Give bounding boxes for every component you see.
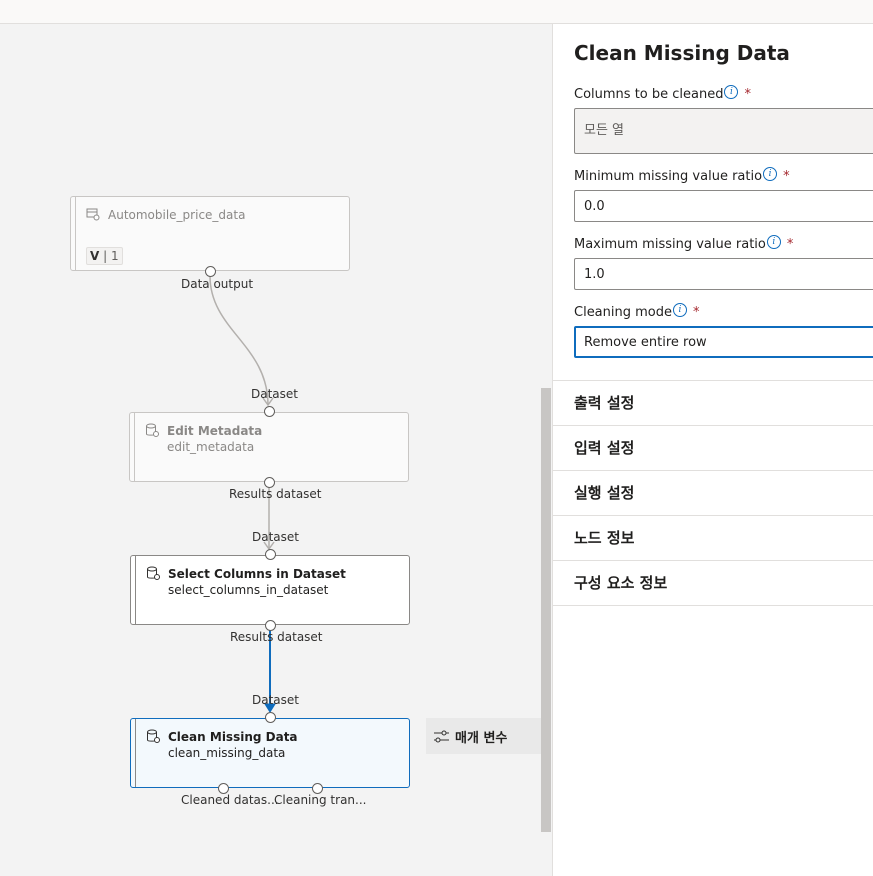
- node-title: Clean Missing Data: [168, 730, 298, 744]
- version-badge[interactable]: V | 1: [86, 247, 123, 265]
- port-label-cleaned-dataset: Cleaned datas...: [181, 793, 279, 807]
- output-port-cleaned-dataset[interactable]: [218, 783, 229, 794]
- node-title: Edit Metadata: [167, 424, 263, 438]
- columns-value: 모든 열: [584, 123, 625, 138]
- node-subtitle: edit_metadata: [167, 440, 255, 454]
- info-icon[interactable]: i: [763, 167, 778, 181]
- node-clean-missing-data[interactable]: Clean Missing Data clean_missing_data: [130, 718, 410, 788]
- node-subtitle: clean_missing_data: [168, 746, 286, 760]
- properties-panel: Clean Missing Data Columns to be cleaned…: [552, 24, 873, 876]
- output-port[interactable]: [205, 266, 216, 277]
- panel-title: Clean Missing Data: [574, 41, 790, 65]
- min-ratio-value: 0.0: [584, 198, 605, 214]
- info-icon[interactable]: i: [766, 235, 781, 249]
- input-port[interactable]: [265, 549, 276, 560]
- required-mark: *: [693, 305, 700, 320]
- divider: [553, 605, 873, 606]
- node-edit-metadata[interactable]: Edit Metadata edit_metadata: [129, 412, 409, 482]
- info-icon[interactable]: i: [724, 85, 739, 99]
- port-label-cleaning-transformation: Cleaning tran...: [274, 793, 367, 807]
- parameters-tab[interactable]: 매개 변수: [426, 718, 541, 754]
- module-icon: [147, 729, 160, 743]
- section-label: 실행 설정: [574, 484, 635, 502]
- cleaning-mode-value: Remove entire row: [584, 334, 707, 350]
- section-node-info[interactable]: 노드 정보: [553, 515, 873, 560]
- output-port[interactable]: [265, 620, 276, 631]
- top-bar: [0, 0, 873, 24]
- node-title: Select Columns in Dataset: [168, 567, 346, 581]
- columns-selector[interactable]: 모든 열: [574, 108, 873, 154]
- port-label-results-dataset: Results dataset: [230, 630, 323, 644]
- section-output-settings[interactable]: 출력 설정: [553, 380, 873, 425]
- required-mark: *: [744, 87, 751, 102]
- max-ratio-input[interactable]: 1.0: [574, 258, 873, 290]
- section-label: 입력 설정: [574, 439, 635, 457]
- parameters-tab-label: 매개 변수: [455, 730, 508, 746]
- module-icon: [147, 566, 160, 580]
- node-stripe: [135, 719, 136, 787]
- node-subtitle: select_columns_in_dataset: [168, 583, 329, 597]
- module-icon: [146, 423, 159, 437]
- max-ratio-value: 1.0: [584, 266, 605, 282]
- columns-label-text: Columns to be cleaned: [574, 87, 724, 102]
- output-port-cleaning-transformation[interactable]: [312, 783, 323, 794]
- section-input-settings[interactable]: 입력 설정: [553, 425, 873, 470]
- version-value: 1: [110, 249, 119, 263]
- node-select-columns-in-dataset[interactable]: Select Columns in Dataset select_columns…: [130, 555, 410, 625]
- node-stripe: [135, 556, 136, 624]
- required-mark: *: [786, 237, 794, 252]
- max-ratio-label-text: Maximum missing value ratio: [574, 237, 766, 252]
- node-automobile-price-data[interactable]: Automobile_price_data V | 1: [70, 196, 350, 271]
- node-stripe: [75, 197, 76, 270]
- min-ratio-input[interactable]: 0.0: [574, 190, 873, 222]
- cleaning-mode-label-text: Cleaning mode: [574, 305, 672, 320]
- section-component-info[interactable]: 구성 요소 정보: [553, 560, 873, 605]
- input-port[interactable]: [265, 712, 276, 723]
- section-label: 노드 정보: [574, 529, 635, 547]
- panel-resize-handle[interactable]: [541, 388, 551, 832]
- min-ratio-label-text: Minimum missing value ratio: [574, 169, 763, 184]
- dataset-icon: [86, 208, 100, 221]
- node-stripe: [134, 413, 135, 481]
- output-port[interactable]: [264, 477, 275, 488]
- node-title: Automobile_price_data: [108, 208, 246, 222]
- section-label: 구성 요소 정보: [574, 574, 668, 592]
- cleaning-mode-dropdown[interactable]: Remove entire row: [574, 326, 873, 358]
- required-mark: *: [783, 169, 790, 184]
- port-label-dataset: Dataset: [252, 530, 299, 544]
- port-label-dataset: Dataset: [251, 387, 298, 401]
- version-label: V: [90, 249, 100, 263]
- info-icon[interactable]: i: [673, 303, 687, 317]
- port-label-results-dataset: Results dataset: [229, 487, 322, 501]
- section-label: 출력 설정: [574, 394, 635, 412]
- input-port[interactable]: [264, 406, 275, 417]
- section-run-settings[interactable]: 실행 설정: [553, 470, 873, 515]
- sliders-icon: [434, 730, 449, 742]
- port-label-data-output: Data output: [181, 277, 254, 291]
- port-label-dataset: Dataset: [252, 693, 299, 707]
